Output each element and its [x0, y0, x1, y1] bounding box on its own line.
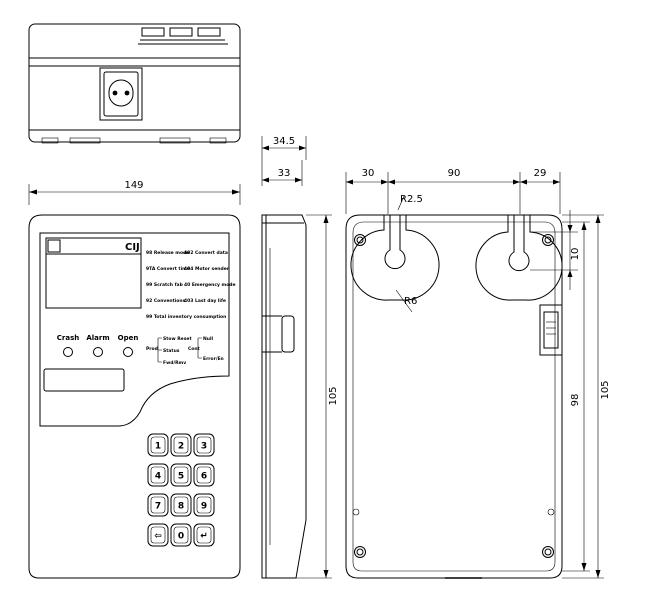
width-dim-label: 149	[124, 180, 143, 191]
keypad-key-9[interactable]: ⇦	[147, 523, 169, 547]
keypad-key-5[interactable]: 6	[193, 463, 215, 487]
keypad-key-label: 8	[178, 502, 184, 512]
radius-top-label: R2.5	[400, 194, 423, 205]
legend-text: Error/En	[203, 356, 224, 362]
menu-item: 99 Total inventory consumption	[146, 314, 226, 320]
top-view	[28, 23, 241, 144]
top-button	[141, 27, 165, 37]
keypad-key-label: ⇦	[154, 532, 162, 542]
menu-item: 40 Emergency mode	[184, 282, 236, 288]
back-dim-right: 29	[534, 168, 547, 179]
led-open	[123, 347, 133, 357]
keypad-key-label: ↵	[200, 532, 208, 542]
menu-item: 99 Scratch fab	[146, 282, 184, 288]
legend-text: Status	[163, 348, 180, 354]
legend-text: Cont	[188, 346, 201, 352]
led-label-open: Open	[118, 334, 139, 342]
menu-item: 92 Conventions	[146, 298, 186, 304]
menu-list: 98 Release mode 9TA Convert time 99 Scra…	[146, 250, 236, 320]
keypad-key-6[interactable]: 7	[147, 493, 169, 517]
led-crash	[63, 347, 73, 357]
keypad-key-8[interactable]: 9	[193, 493, 215, 517]
side-height-dim: 105	[328, 386, 339, 405]
keypad: 1 2 3 4 5 6 7 8 9 ⇦ 0 ↵	[147, 433, 215, 547]
led-label-alarm: Alarm	[86, 334, 109, 342]
keypad-key-label: 0	[178, 532, 184, 542]
keyhole-right-icon	[475, 214, 563, 301]
legend-text: Fwd/Rmv	[163, 360, 186, 366]
status-legend: Prod Stow Reset Status Fwd/Rmv Cont Null…	[146, 336, 224, 366]
legend-text: Null	[203, 336, 214, 342]
keypad-key-2[interactable]: 3	[193, 433, 215, 457]
keypad-key-label: 3	[201, 442, 207, 452]
legend-text: Prod	[146, 346, 158, 352]
back-dim-mid: 90	[448, 168, 461, 179]
side-connector	[281, 315, 295, 353]
keypad-key-11[interactable]: ↵	[193, 523, 215, 547]
width-dimension: 149	[28, 180, 241, 205]
keypad-key-10[interactable]: 0	[170, 523, 192, 547]
keypad-key-label: 9	[201, 502, 207, 512]
radius-bottom-label: R6	[404, 296, 417, 307]
keypad-key-7[interactable]: 8	[170, 493, 192, 517]
lcd-display	[45, 237, 142, 309]
keypad-key-0[interactable]: 1	[147, 433, 169, 457]
keypad-key-label: 7	[155, 502, 161, 512]
side-depth-outer: 34.5	[273, 136, 295, 147]
top-button	[197, 27, 221, 37]
keypad-key-label: 6	[201, 472, 207, 482]
menu-item: 404 Motor sender	[184, 266, 230, 272]
brand-logo: CIJ	[125, 242, 140, 253]
display-panel	[39, 232, 230, 427]
side-depth-inner: 33	[278, 168, 291, 179]
menu-item: 402 Convert data	[184, 250, 228, 256]
keypad-key-1[interactable]: 2	[170, 433, 192, 457]
screw-hole-icon	[352, 234, 555, 558]
display-indicator-icon	[47, 239, 61, 253]
keypad-key-label: 4	[155, 472, 161, 482]
label-slot	[43, 368, 125, 392]
led-alarm	[93, 347, 103, 357]
side-view: 34.5 33 105	[261, 136, 339, 579]
keypad-key-label: 5	[178, 472, 184, 482]
keyhole-left-icon	[350, 214, 440, 301]
keypad-key-4[interactable]: 5	[170, 463, 192, 487]
slot-dim: 10	[570, 248, 581, 261]
outer-height-dim: 105	[600, 380, 611, 399]
led-row: Crash Alarm Open	[57, 334, 139, 357]
keypad-key-3[interactable]: 4	[147, 463, 169, 487]
menu-item: 9TA Convert time	[146, 266, 190, 272]
top-button	[169, 27, 193, 37]
led-label-crash: Crash	[57, 334, 79, 342]
front-view: 149 CIJ 98 Release mode 9TA Convert time…	[28, 180, 241, 579]
latch-icon	[539, 304, 563, 356]
keypad-key-label: 1	[155, 442, 161, 452]
keypad-key-label: 2	[178, 442, 184, 452]
menu-item: 403 Last day life	[184, 298, 226, 304]
legend-text: Stow Reset	[163, 336, 192, 342]
back-view: 30 90 29 R2.5 R6	[345, 168, 611, 579]
power-socket-icon	[99, 67, 143, 121]
menu-item: 98 Release mode	[146, 250, 189, 256]
back-dim-left: 30	[362, 168, 375, 179]
inner-height-dim: 98	[570, 394, 581, 407]
